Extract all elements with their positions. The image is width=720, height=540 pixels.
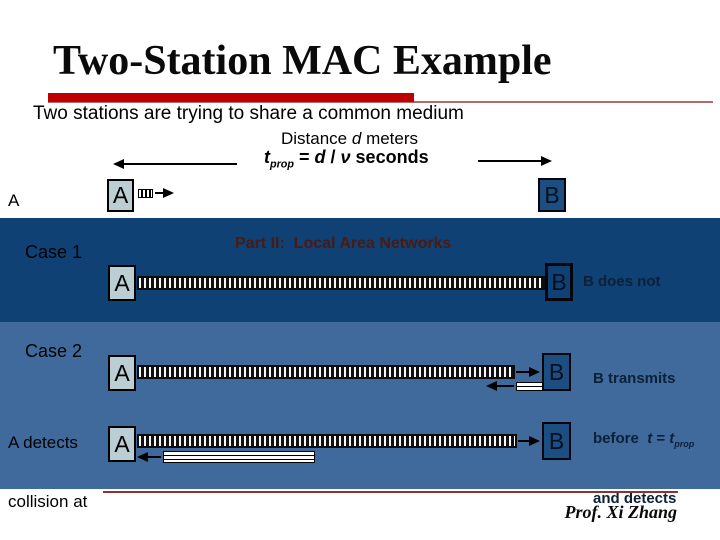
formula-var-d: d: [314, 147, 326, 167]
case1-transmission-bar: [137, 276, 545, 290]
case2-note-line1: B transmits: [593, 370, 676, 387]
case1-station-a-box: A: [108, 265, 136, 301]
case2-section: Case 2 A B A detects collision at t = 2 …: [0, 322, 720, 511]
case1-note-line1: B does not: [583, 273, 661, 290]
page-title: Two-Station MAC Example: [53, 38, 552, 84]
case2-row2-station-a-label: A: [114, 430, 130, 457]
formula-eq: =: [294, 147, 315, 167]
case2-row1-station-b-box: B: [542, 353, 571, 391]
case2-row2-return-arrow-icon: [137, 452, 161, 462]
case2-row1-station-b-label: B: [548, 358, 565, 385]
station-a-box: A: [107, 179, 134, 212]
part-ii-header: Part II: Local Area Networks: [235, 235, 452, 252]
distance-label: Distance d meters: [281, 129, 418, 149]
title-underline-bar: [48, 93, 414, 102]
case1-label: Case 1: [25, 242, 83, 262]
case1-section: Case 1 Part II: Local Area Networks A B …: [0, 218, 720, 478]
case1-station-a-label: A: [114, 269, 130, 296]
professor-credit: Prof. Xi Zhang: [564, 502, 677, 522]
case2-note-line2: before t = tprop: [593, 429, 694, 449]
formula-sub-prop: prop: [270, 158, 294, 171]
distance-arrow-left-icon: [113, 159, 237, 169]
case2-note-eq: =: [652, 430, 670, 447]
case2-row2-b-signal-bar: [163, 451, 315, 463]
station-a-label: A: [112, 182, 129, 208]
case2-label: Case 2: [25, 341, 83, 361]
formula-var-t: t: [264, 147, 270, 167]
case2-row2-forward-arrow-icon: [518, 436, 540, 446]
case2-note-t2: t: [669, 430, 675, 447]
formula-slash: /: [325, 147, 341, 167]
case2-row1-station-a-box: A: [108, 355, 136, 391]
case2-note: B transmits before t = tprop and detects…: [593, 329, 694, 540]
case1-station-b-box: B: [545, 263, 573, 301]
case2-note-t1: t: [647, 430, 653, 447]
case2-row2-station-a-box: A: [108, 426, 136, 462]
stub-arrow-icon: [155, 188, 174, 198]
formula-var-nu: ν: [340, 147, 351, 167]
case1-station-b-label: B: [551, 268, 567, 295]
case2-note-line3: and detects: [593, 490, 677, 507]
case2-row1-forward-arrow-icon: [516, 367, 540, 377]
distance-pre: Distance: [281, 129, 352, 148]
distance-var-d: d: [351, 129, 362, 148]
case2-row2-transmission-bar: [137, 434, 517, 448]
case2-row2-station-b-label: B: [548, 427, 565, 454]
propagation-formula: tprop = d / ν seconds: [264, 147, 429, 171]
a-transmits-line1: A: [8, 191, 20, 210]
distance-arrow-right-icon: [478, 156, 552, 166]
case2-row1-station-a-label: A: [114, 359, 130, 386]
station-b-box: B: [538, 178, 566, 212]
formula-post: seconds: [350, 147, 429, 167]
title-underline-thin: [48, 101, 713, 103]
case2-note-pre: before: [593, 430, 648, 447]
case2-row1-transmission-bar: [137, 365, 515, 379]
case2-row2-station-b-box: B: [542, 422, 571, 460]
distance-post: meters: [361, 129, 419, 148]
subtitle: Two stations are trying to share a commo…: [33, 103, 464, 124]
station-b-label: B: [544, 181, 560, 208]
case2-row1-return-arrow-icon: [486, 381, 514, 391]
a-detects-line2: collision at: [8, 491, 88, 511]
a-detects-line1: A detects: [8, 433, 78, 452]
transmission-start-stub: [138, 189, 153, 198]
case2-note-sub: prop: [674, 439, 695, 449]
case2-row1-b-signal-bar: [516, 382, 543, 391]
a-detects-label: A detects collision at t = 2 tprop: [8, 394, 87, 540]
footer-divider: [103, 491, 678, 493]
